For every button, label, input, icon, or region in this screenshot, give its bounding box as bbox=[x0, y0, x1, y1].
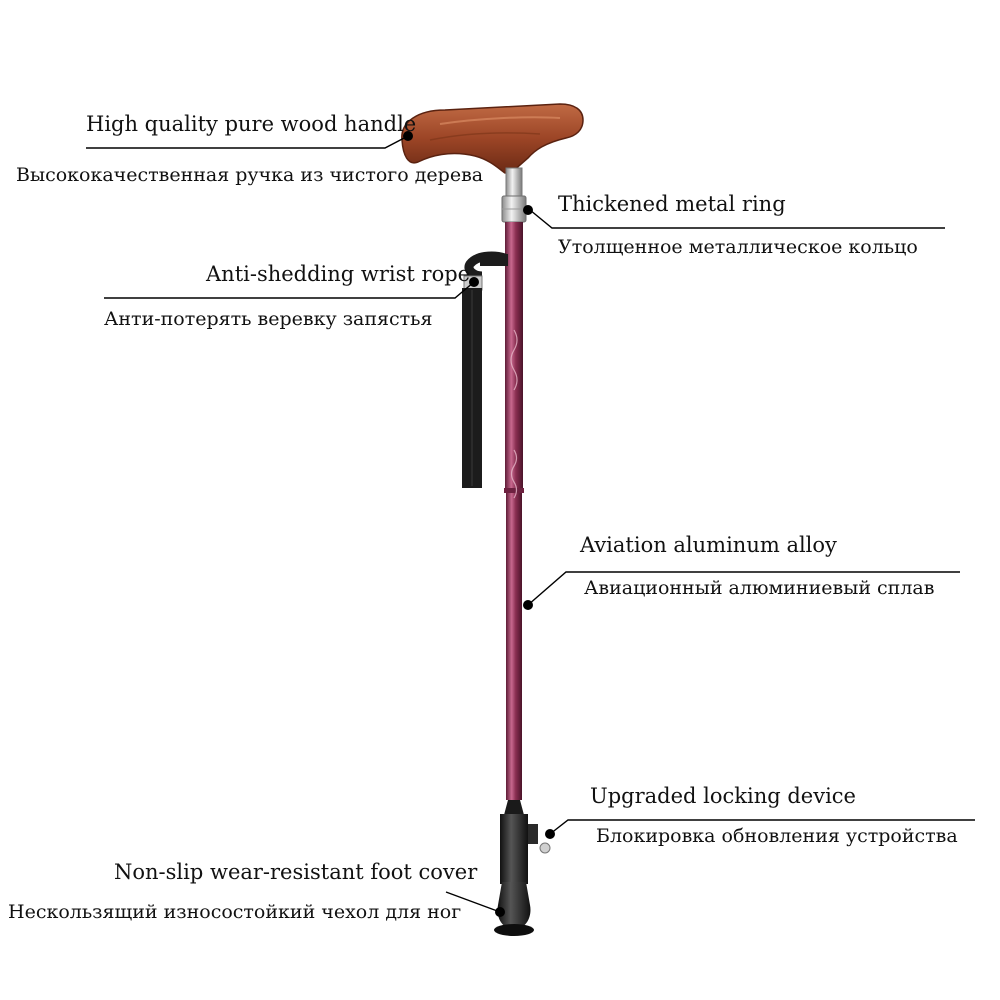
callout-dot-ring bbox=[523, 205, 533, 215]
callout-alloy-ru: Авиационный алюминиевый сплав bbox=[584, 577, 935, 599]
leader-line-foot bbox=[445, 891, 501, 913]
callout-ring-ru: Утолщенное металлическое кольцо bbox=[558, 236, 918, 258]
callout-dot-foot bbox=[495, 907, 505, 917]
rubber-foot-icon bbox=[494, 882, 534, 936]
callout-rope-ru: Анти-потерять веревку запястья bbox=[104, 308, 433, 330]
leader-line-rope bbox=[104, 281, 475, 299]
aluminum-shaft-icon bbox=[504, 222, 524, 800]
locking-button-icon bbox=[500, 800, 551, 884]
callout-dot-rope bbox=[469, 277, 479, 287]
wrist-strap-icon bbox=[462, 251, 508, 488]
callout-foot-en: Non-slip wear-resistant foot cover bbox=[114, 860, 478, 884]
callout-lock-en: Upgraded locking device bbox=[590, 784, 856, 808]
callout-foot-ru: Нескользящий износостойкий чехол для ног bbox=[8, 901, 462, 923]
leader-line-ring bbox=[529, 209, 945, 229]
leader-line-alloy bbox=[527, 571, 960, 606]
callout-dots bbox=[403, 131, 555, 917]
callout-dot-handle bbox=[403, 131, 413, 141]
callout-handle-en: High quality pure wood handle bbox=[86, 112, 417, 136]
leader-line-handle bbox=[86, 135, 409, 149]
metal-ring-icon bbox=[501, 167, 527, 223]
callout-ring-en: Thickened metal ring bbox=[558, 192, 786, 216]
leader-line-lock bbox=[549, 819, 975, 835]
callout-handle-ru: Высококачественная ручка из чистого дере… bbox=[16, 164, 484, 186]
callout-dot-lock bbox=[545, 829, 555, 839]
callout-alloy-en: Aviation aluminum alloy bbox=[580, 533, 837, 557]
callout-lock-ru: Блокировка обновления устройства bbox=[596, 825, 958, 847]
leader-lines bbox=[86, 135, 975, 913]
callout-rope-en: Anti-shedding wrist rope bbox=[206, 262, 471, 286]
callout-dot-alloy bbox=[523, 600, 533, 610]
wood-handle-icon bbox=[401, 103, 584, 174]
